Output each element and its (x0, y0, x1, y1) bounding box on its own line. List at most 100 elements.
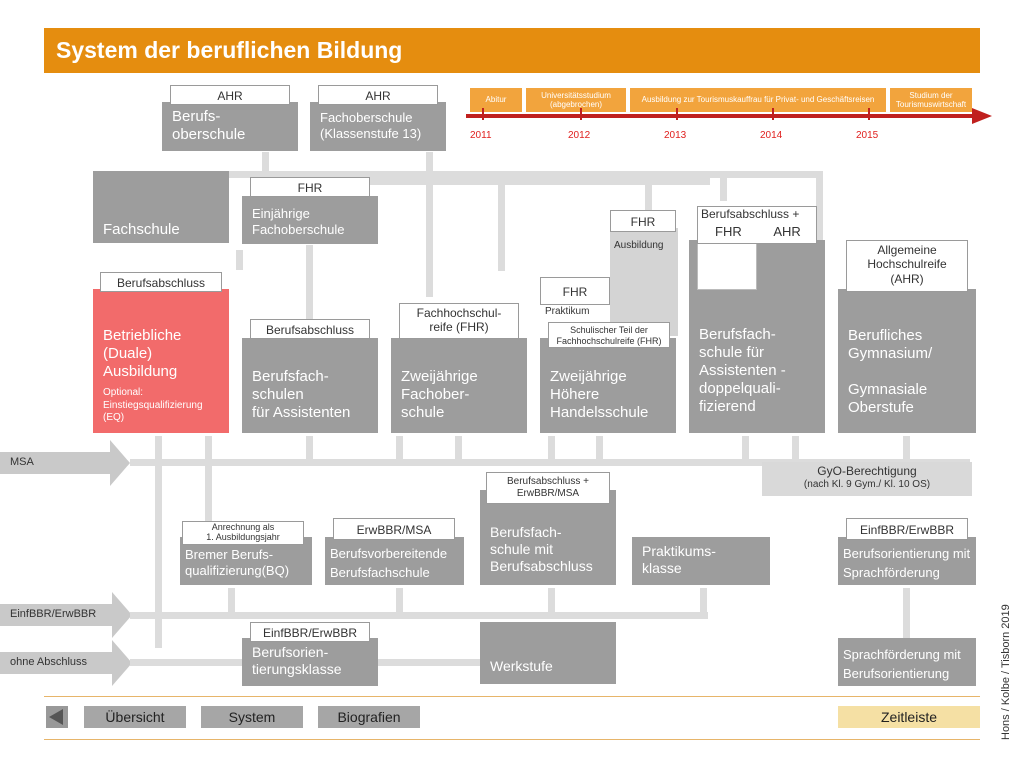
connector (396, 588, 403, 612)
tick (482, 108, 484, 120)
ahr-label: AHR (318, 85, 438, 105)
gyo-box[interactable]: GyO-Berechtigung (nach Kl. 9 Gym./ Kl. 1… (762, 462, 972, 496)
connector (548, 436, 555, 460)
year-2014: 2014 (760, 130, 783, 141)
tick (676, 108, 678, 120)
box-title: Berufsfach- schule mit Berufsabschluss (490, 524, 593, 574)
connector (236, 250, 243, 270)
timeline-item-label: Universitätsstudium (abgebrochen) (541, 90, 611, 109)
timeline-item-ausbildung[interactable]: Ausbildung zur Tourismuskauffrau für Pri… (630, 88, 886, 112)
back-arrow-icon[interactable] (46, 706, 68, 728)
practicum-note: Ausbildung (614, 240, 664, 251)
nav-uebersicht[interactable]: Übersicht (84, 706, 186, 728)
bfs-assistenten-box[interactable]: Berufsfach- schulen für Assistenten (242, 338, 378, 433)
connector (306, 245, 313, 335)
year-2012: 2012 (568, 130, 591, 141)
connector (262, 152, 269, 178)
connector (228, 588, 235, 612)
einf-band: EinfBBR/ErwBBR (0, 592, 134, 638)
connector (596, 436, 603, 460)
erwbbr-msa-label: ErwBBR/MSA (333, 518, 455, 540)
timeline-arrow-line (466, 114, 974, 118)
bo-sprachfoerderung-box[interactable]: Berufsorientierung mit Sprachförderung (838, 537, 976, 585)
fhr-label: FHR (610, 210, 676, 232)
timeline-item-label: Studium der Tourismuswirtschaft (895, 90, 967, 109)
einf-label: EinfBBR/ErwBBR (10, 608, 97, 620)
nav-frame (44, 696, 980, 740)
credit-text: Hons / Kolbe / Tisborn 2019 (1000, 604, 1012, 740)
connector (155, 436, 162, 648)
berufsorientierungsklasse-box[interactable]: Berufsorien- tierungsklasse (242, 638, 378, 686)
box-note: Optional: Einstiegsqualifizierung (EQ) (103, 387, 203, 423)
werkstufe-box[interactable]: Werkstufe (480, 622, 616, 684)
praktikumsklasse-box[interactable]: Praktikums- klasse (632, 537, 770, 585)
year-2013: 2013 (664, 130, 687, 141)
connector (645, 171, 652, 221)
fachschule-box[interactable]: Fachschule (93, 171, 229, 243)
fachoberschule-13-box[interactable]: Fachoberschule (Klassenstufe 13) (310, 102, 446, 151)
bfs-doppelqualifizierend-box[interactable]: Berufsfach- schule für Assistenten - dop… (689, 240, 825, 433)
ohne-label: ohne Abschluss (10, 656, 88, 668)
connector (742, 436, 749, 460)
connector (720, 171, 727, 201)
box-title: Bremer Berufs- qualifizierung(BQ) (185, 547, 290, 578)
berufsvorbereitende-bfs-box[interactable]: Berufsvorbereitende Berufsfachschule (325, 537, 464, 585)
doppel-label: Berufsabschluss + FHR AHR (697, 206, 817, 244)
box-title: Zweijährige Höhere Handelsschule (550, 368, 649, 421)
connector (205, 436, 212, 536)
box-title: Berufsfach- schule für Assistenten - dop… (699, 326, 786, 415)
bremer-bq-box[interactable]: Bremer Berufs- qualifizierung(BQ) (180, 537, 312, 585)
nav-zeitleiste[interactable]: Zeitleiste (838, 706, 980, 728)
timeline-item-abitur[interactable]: Abitur (470, 88, 522, 112)
connector (700, 588, 707, 612)
box-title: Berufliches Gymnasium/ Gymnasiale Oberst… (848, 327, 933, 416)
connector (306, 436, 313, 460)
ahr-label: Allgemeine Hochschulreife (AHR) (846, 240, 968, 292)
connector (903, 588, 910, 638)
practicum-label: Praktikum (541, 306, 609, 322)
gyo-sub: (nach Kl. 9 Gym./ Kl. 10 OS) (803, 479, 931, 490)
box-title: Praktikums- klasse (642, 543, 716, 576)
fhr-text: FHR (715, 224, 742, 240)
gyo-title: GyO-Berechtigung (817, 464, 917, 478)
einfbbr-label: EinfBBR/ErwBBR (250, 622, 370, 642)
connector (396, 436, 403, 460)
bfs-berufsabschluss-box[interactable]: Berufsfach- schule mit Berufsabschluss (480, 490, 616, 585)
nav-system[interactable]: System (201, 706, 303, 728)
connector (130, 659, 242, 666)
box-title: Einjährige Fachoberschule (252, 206, 345, 237)
timeline: Abitur Universitätsstudium (abgebrochen)… (466, 86, 996, 146)
connector (816, 171, 823, 241)
box-title: Fachschule (103, 221, 180, 238)
berufsabschluss-label: Berufsabschluss (100, 272, 222, 292)
berufsoberschule-box[interactable]: Berufs- oberschule (162, 102, 298, 151)
connector (270, 178, 710, 185)
year-2011: 2011 (470, 130, 492, 141)
tick (580, 108, 582, 120)
hoehere-handelsschule-box[interactable]: Zweijährige Höhere Handelsschule (540, 338, 676, 433)
timeline-item-tourismus[interactable]: Studium der Tourismuswirtschaft (890, 88, 972, 112)
anrechnung-label: Anrechnung als 1. Ausbildungsjahr (182, 521, 304, 545)
box-title: Zweijährige Fachober- schule (401, 368, 478, 421)
nav-biografien[interactable]: Biografien (318, 706, 420, 728)
fhr-label: FHR (250, 177, 370, 197)
msa-band: MSA (0, 440, 130, 486)
sprachfoerderung-bo-box[interactable]: Sprachförderung mit Berufsorientierung (838, 638, 976, 686)
doppel-label-top: Berufsabschluss + (701, 207, 800, 221)
connector (792, 436, 799, 460)
connector (130, 612, 708, 619)
ausbildung-practicum-box[interactable]: Ausbildung (610, 228, 678, 336)
einjaehrige-fos-box[interactable]: Einjährige Fachoberschule (242, 196, 378, 244)
zweijaehrige-fos-box[interactable]: Zweijährige Fachober- schule (391, 338, 527, 433)
connector (130, 459, 970, 466)
doppel-white-block (697, 240, 757, 290)
duale-ausbildung-box[interactable]: Betriebliche (Duale) Ausbildung Optional… (93, 289, 229, 433)
timeline-item-studium[interactable]: Universitätsstudium (abgebrochen) (526, 88, 626, 112)
box-title: Berufs- oberschule (172, 108, 246, 143)
einfbbr-label: EinfBBR/ErwBBR (846, 518, 968, 540)
year-2015: 2015 (856, 130, 879, 141)
box-title: Berufsorientierung mit Sprachförderung (843, 546, 971, 580)
berufliches-gymnasium-box[interactable]: Berufliches Gymnasium/ Gymnasiale Oberst… (838, 289, 976, 433)
berufsabschluss-label: Berufsabschluss (250, 319, 370, 339)
timeline-arrowhead-icon (972, 108, 992, 124)
